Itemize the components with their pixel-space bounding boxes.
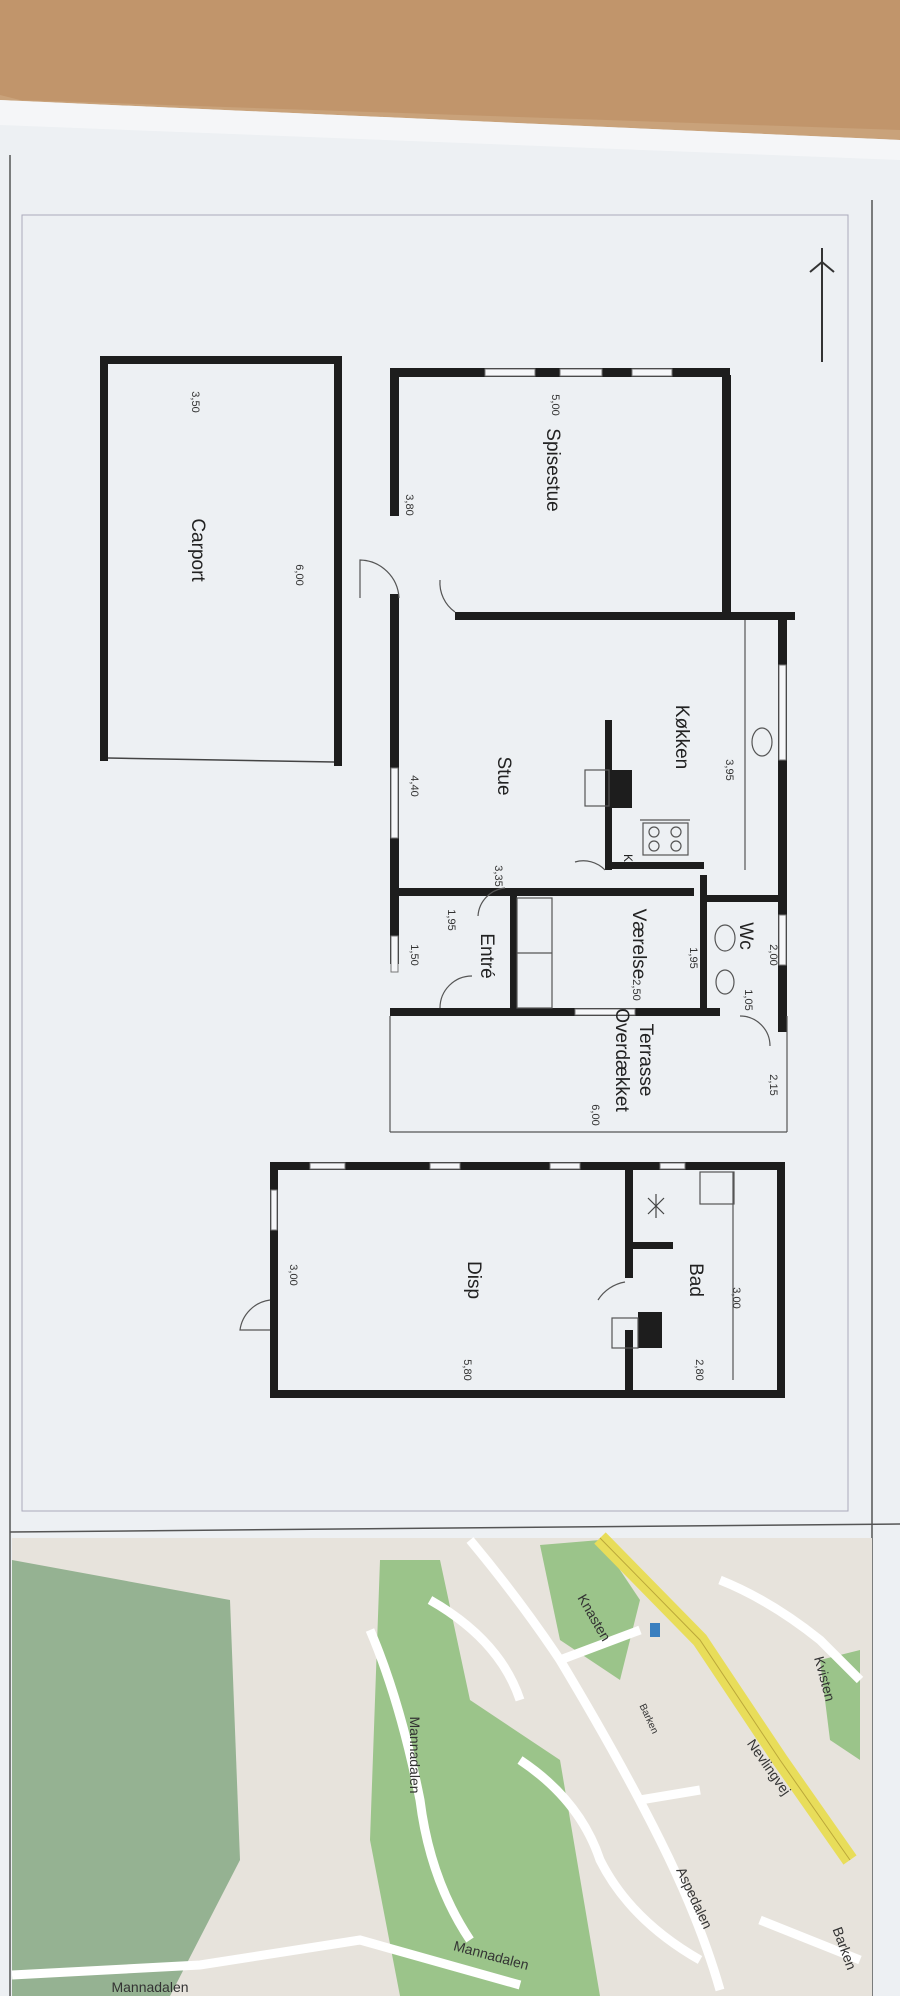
plan-frame	[21, 214, 849, 1512]
map-marker-icon	[650, 1623, 660, 1637]
room-label-wc: Wc	[735, 922, 756, 949]
dim-carport-l: 6,00	[293, 564, 305, 585]
room-label-entre: Entré	[476, 933, 497, 978]
dim-wc-b: 1,05	[742, 989, 754, 1010]
section-divider	[9, 1523, 900, 1533]
dim-carport-w: 3,50	[189, 391, 201, 412]
dim-vaerelse-a: 1,95	[687, 947, 699, 968]
room-label-stue: Stue	[493, 756, 514, 795]
k-mark: K	[621, 854, 635, 862]
north-arrow-icon	[809, 248, 835, 362]
dim-disp-a: 3,00	[287, 1264, 299, 1285]
terrasse-outline	[389, 1016, 788, 1133]
street-label-1: Mannadalen	[407, 1716, 423, 1793]
room-label-vaerelse: Værelse	[628, 909, 649, 980]
dim-bad-b: 2,80	[693, 1359, 705, 1380]
dim-wc-a: 2,00	[767, 944, 779, 965]
dim-stue-a: 4,40	[408, 775, 420, 796]
dim-terrasse-a: 2,15	[767, 1074, 779, 1095]
dim-bad-a: 3,00	[730, 1287, 742, 1308]
carport-outline	[100, 356, 342, 766]
dim-spisestue-d: 3,80	[403, 494, 415, 515]
annex-walls	[239, 1162, 785, 1398]
room-label-bad: Bad	[685, 1263, 706, 1297]
room-label-terrasse-2: Terrasse	[635, 1024, 656, 1097]
room-label-carport: Carport	[187, 518, 208, 582]
dim-entre-a: 1,95	[445, 909, 457, 930]
dim-stue-b: 3,35	[492, 865, 504, 886]
room-label-koekken: Køkken	[671, 705, 692, 769]
dim-terrasse-b: 6,00	[589, 1104, 601, 1125]
street-label-3: Mannadalen	[111, 1979, 188, 1995]
house-walls	[359, 368, 795, 1047]
dim-disp-b: 5,80	[461, 1359, 473, 1380]
dim-spisestue-w: 5,00	[549, 394, 561, 415]
room-label-spisestue: Spisestue	[542, 428, 563, 511]
location-map: Mannadalen Mannadalen Mannadalen Nevling…	[11, 1532, 872, 1996]
room-label-disp: Disp	[463, 1261, 484, 1299]
paper-sheet	[0, 100, 900, 1996]
dim-koekken: 3,95	[723, 759, 735, 780]
room-label-terrasse-1: Overdækket	[611, 1008, 632, 1112]
dim-vaerelse-b: 2,50	[630, 979, 642, 1000]
dim-entre-b: 1,50	[408, 944, 420, 965]
